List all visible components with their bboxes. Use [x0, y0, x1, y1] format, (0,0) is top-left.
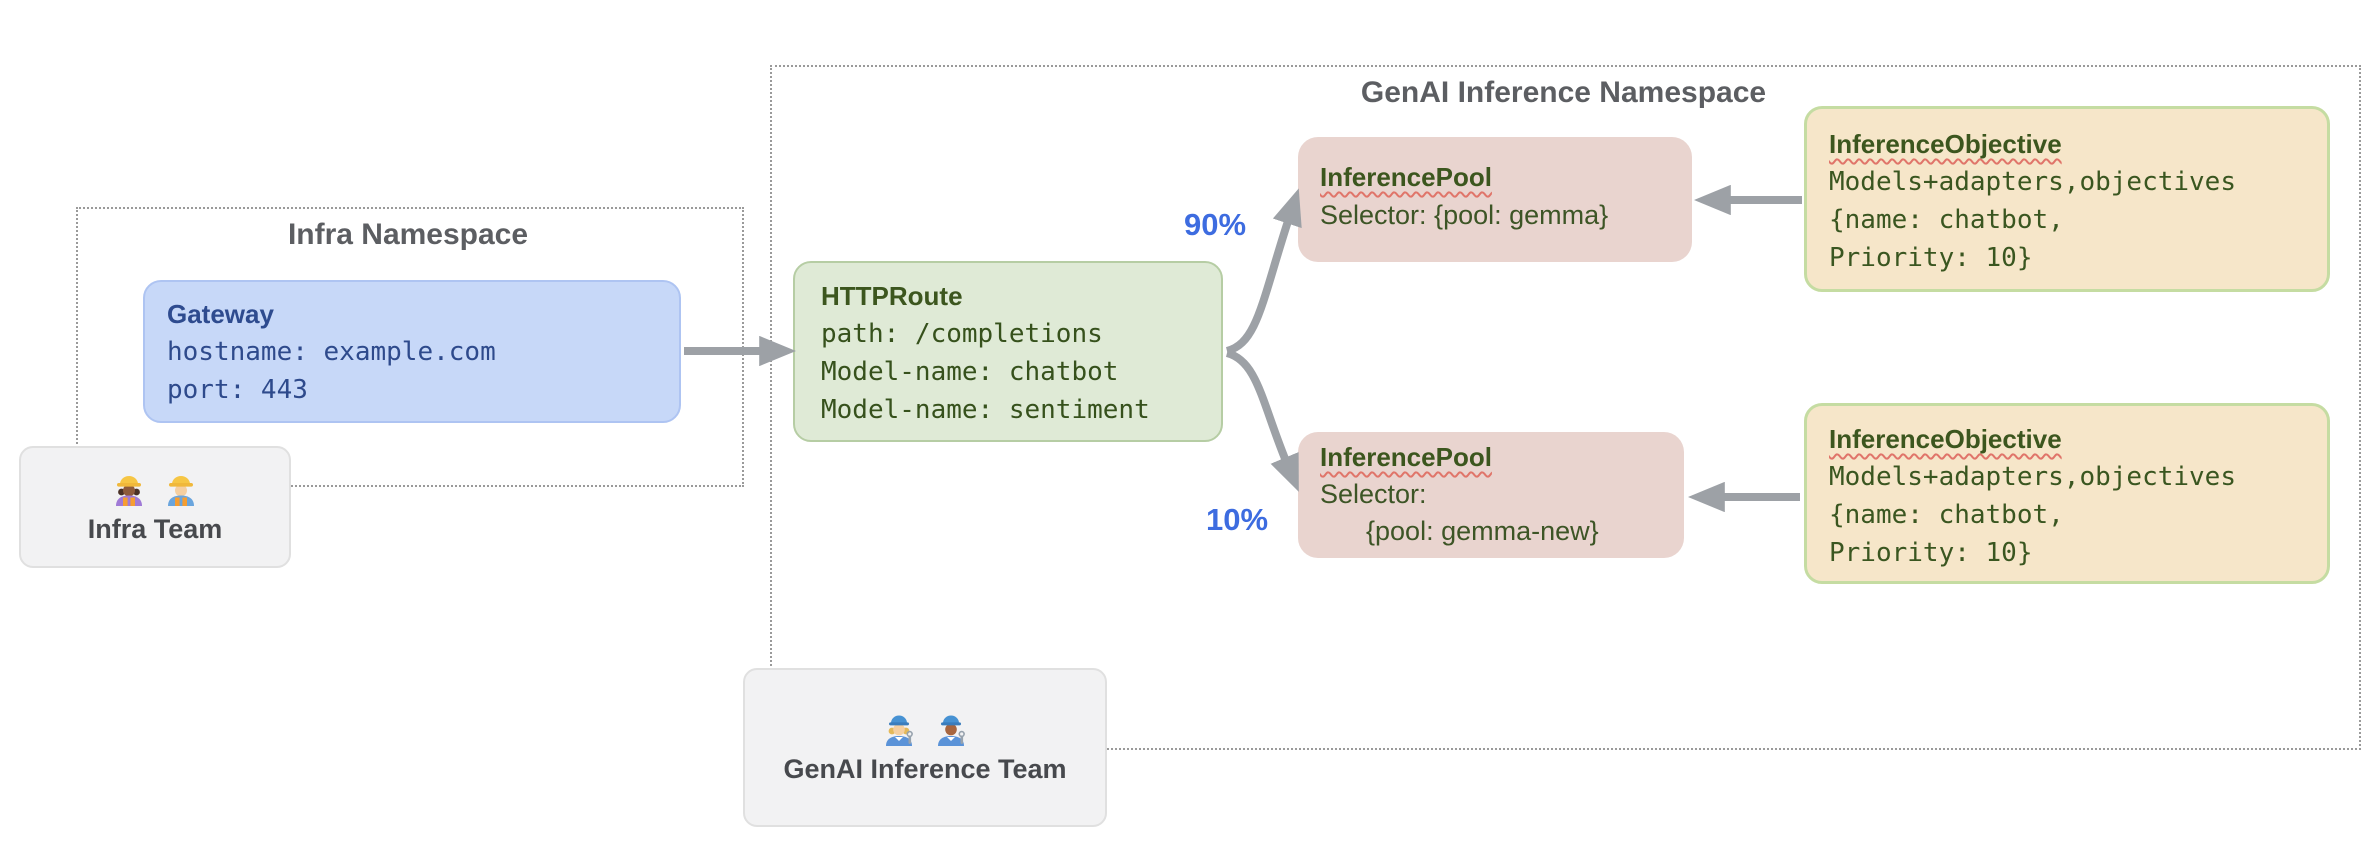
traffic-split-10: 10%: [1206, 502, 1269, 537]
woman-mechanic-icon: [886, 715, 913, 746]
objective-top-line-2: {name: chatbot,: [1829, 205, 2064, 235]
objective-bottom-line-2: {name: chatbot,: [1829, 500, 2064, 530]
inference-objective-top-card: InferenceObjective Models+adapters,objec…: [1804, 106, 2330, 292]
inference-pool-bottom-selector-value: {pool: gemma-new}: [1366, 516, 1599, 546]
inference-pool-top-title: InferencePool: [1320, 162, 1492, 192]
inference-pool-bottom-card: InferencePool Selector: {pool: gemma-new…: [1298, 432, 1684, 558]
genai-namespace-box: [770, 65, 2361, 750]
objective-top-line-1: Models+adapters,objectives: [1829, 167, 2236, 197]
objective-top-line-3: Priority: 10}: [1829, 243, 2033, 273]
inference-pool-bottom-title: InferencePool: [1320, 442, 1492, 472]
inference-objective-bottom-card: InferenceObjective Models+adapters,objec…: [1804, 403, 2330, 584]
man-construction-worker-icon: [168, 475, 194, 506]
genai-team-card: GenAI Inference Team: [743, 668, 1107, 827]
inference-pool-top-selector: Selector: {pool: gemma}: [1320, 200, 1609, 230]
objective-bottom-line-3: Priority: 10}: [1829, 538, 2033, 568]
infra-team-label: Infra Team: [87, 513, 223, 544]
genai-namespace-title: GenAI Inference Namespace: [1360, 76, 1767, 109]
httproute-model-1: Model-name: chatbot: [821, 357, 1119, 387]
man-mechanic-icon: [938, 715, 965, 746]
traffic-split-90: 90%: [1184, 207, 1247, 242]
genai-team-icons: [881, 710, 969, 746]
infra-team-card: Infra Team: [19, 446, 291, 568]
infra-namespace-title: Infra Namespace: [287, 218, 529, 251]
inference-objective-bottom-title: InferenceObjective: [1829, 424, 2062, 454]
inference-pool-bottom-selector: Selector:: [1320, 479, 1427, 509]
gateway-title: Gateway: [167, 299, 274, 329]
gateway-card: Gateway hostname: example.com port: 443: [143, 280, 681, 423]
inference-pool-top-card: InferencePool Selector: {pool: gemma}: [1298, 137, 1692, 262]
woman-construction-worker-icon: [116, 475, 142, 506]
httproute-path: path: /completions: [821, 319, 1103, 349]
gateway-port: port: 443: [167, 375, 308, 405]
inference-objective-top-title: InferenceObjective: [1829, 129, 2062, 159]
objective-bottom-line-1: Models+adapters,objectives: [1829, 462, 2236, 492]
httproute-title: HTTPRoute: [821, 281, 963, 311]
httproute-model-2: Model-name: sentiment: [821, 395, 1150, 425]
gateway-hostname: hostname: example.com: [167, 337, 496, 367]
genai-team-label: GenAI Inference Team: [783, 754, 1067, 784]
httproute-card: HTTPRoute path: /completions Model-name:…: [793, 261, 1223, 442]
infra-team-icons: [111, 470, 199, 506]
